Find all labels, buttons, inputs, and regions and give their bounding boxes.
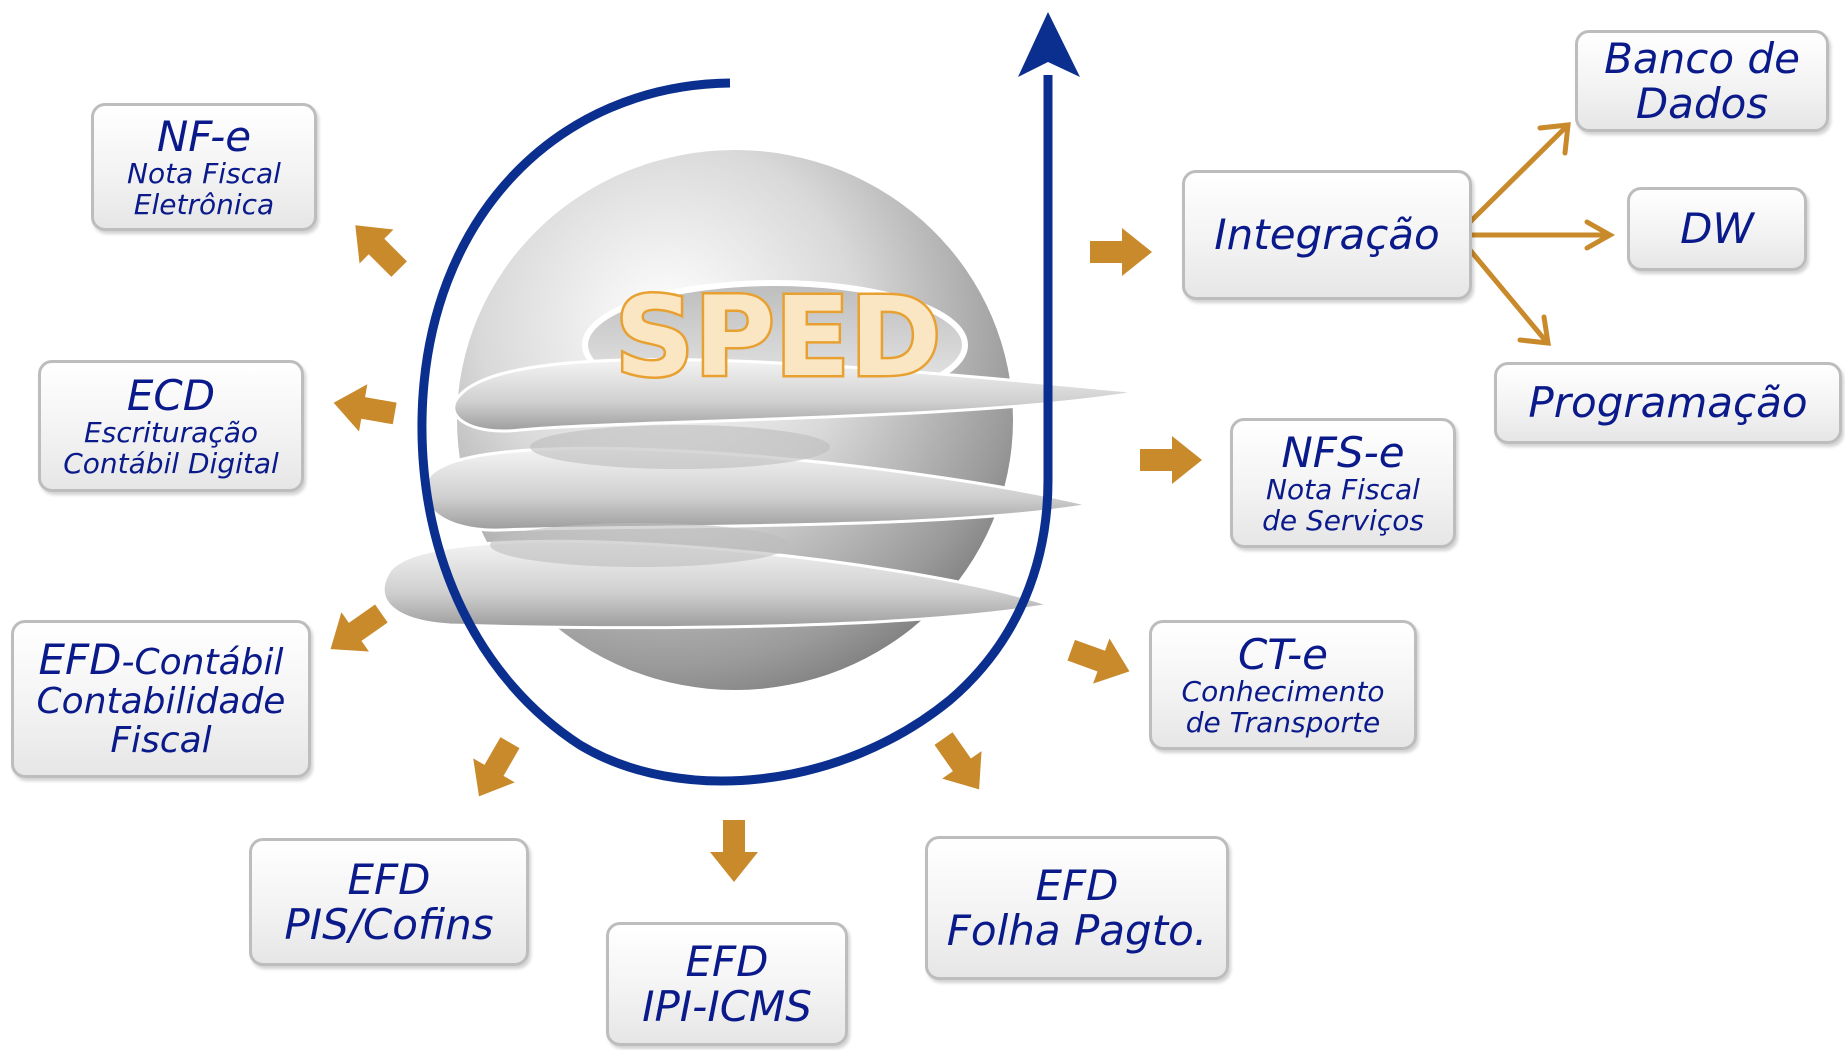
- link-to-programacao: [1467, 247, 1548, 343]
- node-efd-contabil-line1: Contabilidade: [36, 681, 286, 723]
- node-integracao[interactable]: Integração: [1182, 170, 1472, 300]
- node-efd-pis[interactable]: EFD PIS/Cofins: [249, 838, 529, 966]
- node-nfse-title: NFS-e: [1281, 428, 1405, 478]
- orbit-arrow: [417, 12, 1080, 786]
- node-integracao-label: Integração: [1214, 210, 1440, 260]
- node-efd-contabil-title-b: -Contábil: [121, 642, 284, 684]
- node-efd-folha[interactable]: EFD Folha Pagto.: [925, 836, 1229, 980]
- arrow-to-efd-folha: [934, 732, 982, 790]
- node-nfe[interactable]: NF-e Nota Fiscal Eletrônica: [91, 103, 317, 231]
- node-efd-pis-line1: EFD: [347, 854, 431, 904]
- integration-links: [1467, 122, 1616, 346]
- arrow-to-efd-contabil: [330, 604, 388, 652]
- node-nfse-line2: de Serviços: [1262, 503, 1424, 537]
- node-nfse-line1: Nota Fiscal: [1266, 473, 1420, 507]
- arrow-to-efd-pis: [473, 737, 520, 797]
- sped-sphere: [381, 150, 1141, 690]
- node-efd-ipi-line1: EFD: [685, 936, 769, 986]
- node-nfe-title: NF-e: [156, 112, 252, 162]
- node-banco-line2: Dados: [1635, 79, 1769, 128]
- node-dw-label: DW: [1680, 204, 1754, 254]
- arrow-to-ecd: [333, 384, 397, 432]
- node-programacao-label: Programação: [1528, 378, 1808, 428]
- node-nfse[interactable]: NFS-e Nota Fiscal de Serviços: [1230, 418, 1456, 548]
- node-nfe-line1: Nota Fiscal: [127, 157, 281, 191]
- arrow-to-cte: [1067, 638, 1130, 684]
- node-ecd-line1: Escrituração: [83, 416, 259, 450]
- node-ecd-line2: Contábil Digital: [63, 446, 279, 480]
- node-efd-folha-line2: Folha Pagto.: [946, 906, 1208, 955]
- sped-logo: SPED: [615, 273, 941, 401]
- node-banco[interactable]: Banco de Dados: [1575, 30, 1829, 132]
- node-banco-line1: Banco de: [1604, 33, 1800, 83]
- output-arrows: [330, 225, 1202, 882]
- orbit-arrowhead: [1018, 12, 1080, 77]
- node-dw[interactable]: DW: [1627, 187, 1807, 271]
- node-efd-contabil-title-a: EFD: [38, 635, 122, 685]
- node-ecd[interactable]: ECD Escrituração Contábil Digital: [38, 360, 304, 492]
- node-programacao[interactable]: Programação: [1494, 362, 1842, 444]
- node-cte-line2: de Transporte: [1185, 705, 1381, 739]
- node-efd-contabil-title: EFD-Contábil: [38, 637, 283, 683]
- node-nfe-line2: Eletrônica: [133, 187, 275, 221]
- node-cte[interactable]: CT-e Conhecimento de Transporte: [1149, 620, 1417, 750]
- arrow-to-nfse: [1140, 436, 1202, 484]
- link-to-banco: [1467, 125, 1568, 225]
- node-cte-title: CT-e: [1238, 630, 1328, 680]
- node-efd-pis-line2: PIS/Cofins: [284, 900, 494, 949]
- arrow-to-efd-ipi: [710, 820, 758, 882]
- node-efd-ipi[interactable]: EFD IPI-ICMS: [606, 922, 848, 1046]
- node-efd-folha-line1: EFD: [1035, 860, 1119, 910]
- arrow-to-nfe: [355, 225, 407, 277]
- node-efd-contabil[interactable]: EFD-Contábil Contabilidade Fiscal: [11, 620, 311, 778]
- node-cte-line1: Conhecimento: [1181, 675, 1385, 709]
- node-ecd-title: ECD: [126, 371, 216, 421]
- node-efd-contabil-line2: Fiscal: [110, 719, 212, 761]
- arrow-to-integracao: [1090, 228, 1152, 276]
- node-efd-ipi-line2: IPI-ICMS: [642, 982, 812, 1031]
